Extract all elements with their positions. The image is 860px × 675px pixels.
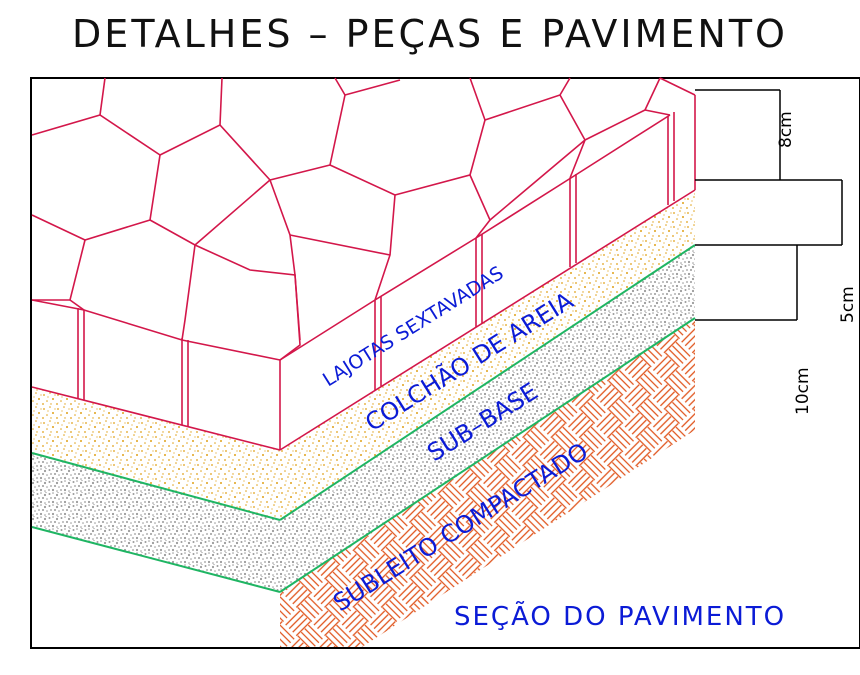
dim-paver: 8cm — [776, 111, 796, 148]
left-subbase-layer — [32, 453, 280, 592]
paver-side-faces — [31, 95, 696, 451]
drawing-frame — [30, 77, 860, 649]
left-sand-layer — [32, 387, 280, 520]
subgrade-layer — [280, 318, 695, 647]
right-subbase-layer — [280, 245, 695, 592]
dimension-lines — [695, 89, 843, 321]
dim-subbase: 10cm — [793, 367, 813, 415]
drawing-title: DETALHES – PEÇAS E PAVIMENTO — [72, 12, 788, 56]
hexagon-top-surface — [31, 77, 696, 361]
section-label: SEÇÃO DO PAVIMENTO — [454, 600, 786, 632]
right-sand-layer — [280, 190, 695, 520]
dim-sand: 5cm — [838, 286, 858, 323]
layer-interfaces — [31, 244, 696, 593]
